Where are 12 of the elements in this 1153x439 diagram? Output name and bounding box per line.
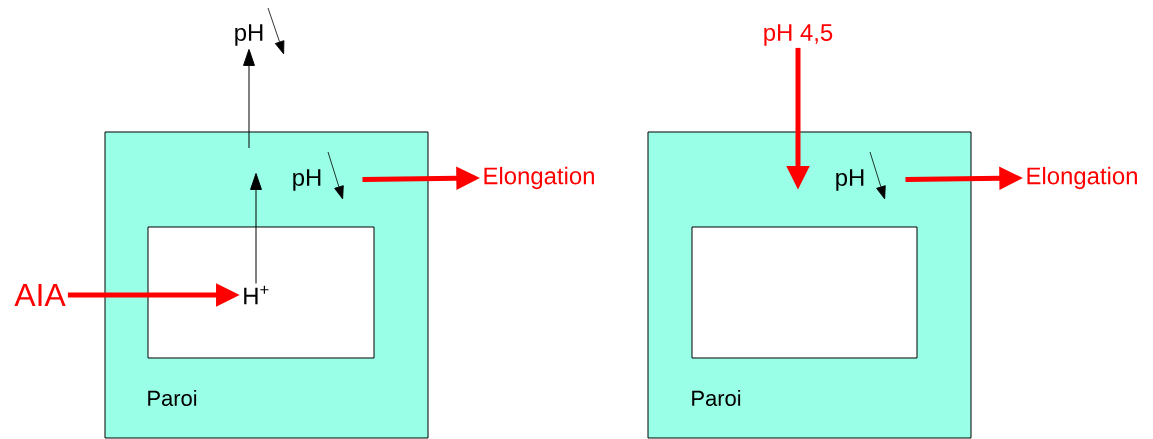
text-label: Elongation	[484, 166, 594, 190]
text-label: H$^{+}$	[244, 285, 269, 305]
cell-box	[147, 226, 375, 359]
text-label: AIA	[14, 284, 66, 306]
arrow	[250, 173, 262, 284]
text-label: pH	[235, 24, 263, 46]
text-label: Elongation	[1027, 166, 1137, 190]
cell-box	[691, 226, 918, 359]
text-label: pH	[293, 169, 321, 191]
text-label: pH	[836, 169, 864, 191]
arrow	[243, 49, 255, 149]
text-label: pH 4,5	[764, 24, 833, 46]
